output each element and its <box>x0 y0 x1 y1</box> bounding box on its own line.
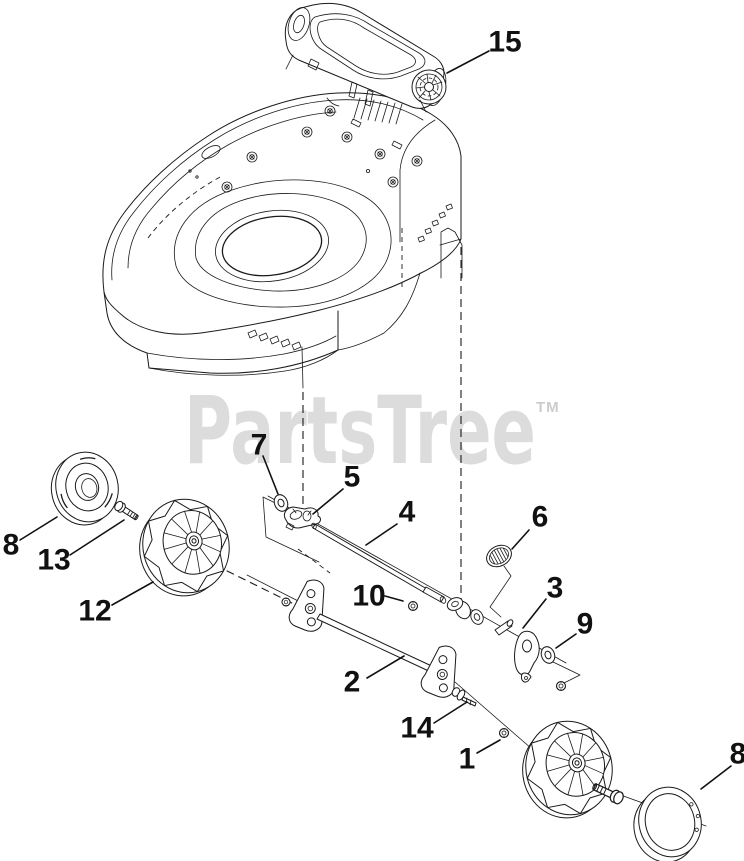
part-8-hubcap-ring-right <box>633 786 702 861</box>
axis-dash-wheel12 <box>214 564 295 605</box>
callout-label-10: 10 <box>352 580 385 613</box>
part-wheel-right <box>511 711 624 828</box>
axis-lines <box>246 495 707 827</box>
part-5-height-adjuster <box>283 506 321 531</box>
callout-label-6: 6 <box>532 501 549 534</box>
callout-label-8-right: 8 <box>730 738 744 771</box>
callout-label-1: 1 <box>459 743 476 776</box>
part-13-bolt <box>112 499 141 523</box>
part-8-hubcap-left <box>50 451 119 526</box>
part-2-axle-shaft-lower <box>288 579 457 698</box>
part-4-axle-shaft-upper <box>311 522 447 604</box>
washer-small <box>468 607 486 627</box>
callout-label-3: 3 <box>547 572 564 605</box>
callout-label-7: 7 <box>251 429 268 462</box>
starter-fan-icon <box>411 68 447 106</box>
watermark-tm: TM <box>536 399 560 416</box>
callout-label-5: 5 <box>344 461 361 494</box>
callout-label-8-left: 8 <box>3 529 20 562</box>
pivot-pin <box>494 619 514 636</box>
nut-left-of-bracket <box>281 597 291 607</box>
callout-label-4: 4 <box>399 496 416 529</box>
part-10-nut <box>408 601 418 611</box>
callout-leader-lines <box>19 50 732 790</box>
deck-side-vents <box>417 203 453 243</box>
watermark: PartsTree TM <box>184 377 560 486</box>
callout-label-15: 15 <box>488 26 521 59</box>
callout-label-13: 13 <box>37 544 70 577</box>
engine-assembly-drawing <box>284 2 447 113</box>
nut-below-9 <box>556 681 566 691</box>
part-1-nut <box>499 728 509 738</box>
part-14-bolt <box>451 687 477 707</box>
watermark-text: PartsTree <box>184 377 536 486</box>
pivot-bushing <box>446 597 471 620</box>
part-9-washer <box>538 644 558 666</box>
callout-label-9: 9 <box>577 608 594 641</box>
callout-label-12: 12 <box>78 595 111 628</box>
mower-deck-drawing <box>102 92 463 389</box>
callout-label-14: 14 <box>400 712 434 745</box>
callout-labels: 15 7 5 4 6 8 13 12 3 10 9 2 14 1 8 <box>3 26 744 776</box>
part-6-cap <box>486 544 512 568</box>
callout-label-2: 2 <box>344 666 361 699</box>
part-3-adjuster-lever <box>514 630 540 683</box>
deck-front-vents <box>247 329 302 351</box>
part-12-wheel-left <box>128 489 241 606</box>
deck-bolt-bosses <box>221 105 423 193</box>
